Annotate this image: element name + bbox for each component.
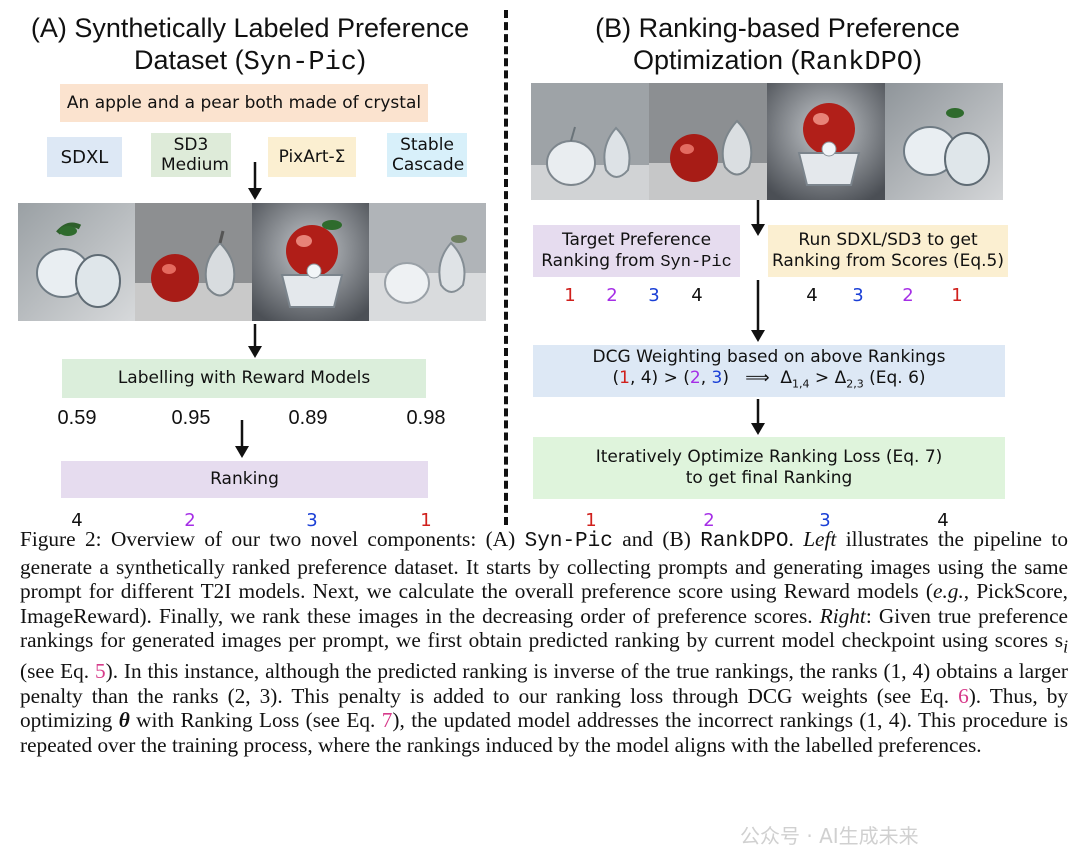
score-pixart: 0.89 <box>288 407 328 429</box>
image-sd3 <box>135 203 252 321</box>
image-right-2 <box>649 83 767 200</box>
run-model-box: Run SDXL/SD3 to get Ranking from Scores … <box>768 225 1008 277</box>
arrow-to-dcg <box>751 280 765 342</box>
target-rank-4: 4 <box>691 285 703 306</box>
arrow-to-iterate <box>751 399 765 435</box>
target-rank-3: 3 <box>648 285 660 306</box>
model-label-cascade: Stable Cascade <box>387 133 467 177</box>
panel-divider <box>504 10 508 525</box>
model-label-pixart: PixArt-Σ <box>268 137 356 177</box>
right-title-line2: Optimization (RankDPO) <box>633 45 922 78</box>
final-rank-2: 2 <box>703 510 715 531</box>
model-label-sd3: SD3 Medium <box>151 133 231 177</box>
image-right-3 <box>767 83 885 200</box>
score-sd3: 0.95 <box>171 407 211 429</box>
score-cascade: 0.98 <box>406 407 446 429</box>
run-rank-1: 4 <box>806 285 818 306</box>
image-sdxl <box>18 203 135 321</box>
watermark: 公众号 · AI生成未来 <box>740 824 919 848</box>
rank-cascade: 1 <box>420 510 432 531</box>
right-title-line1: (B) Ranking-based Preference <box>595 13 960 43</box>
left-image-strip <box>18 203 486 321</box>
image-cascade <box>369 203 486 321</box>
target-rank-1: 1 <box>564 285 576 306</box>
arrow-to-ranking <box>235 420 249 458</box>
final-rank-1: 1 <box>585 510 597 531</box>
final-rank-4: 4 <box>937 510 949 531</box>
final-rank-3: 3 <box>819 510 831 531</box>
run-rank-2: 3 <box>852 285 864 306</box>
rank-sdxl: 4 <box>71 510 83 531</box>
image-pixart <box>252 203 369 321</box>
iterative-optimize-box: Iteratively Optimize Ranking Loss (Eq. 7… <box>533 437 1005 499</box>
model-label-sdxl: SDXL <box>47 137 122 177</box>
target-rank-2: 2 <box>606 285 618 306</box>
run-rank-3: 2 <box>902 285 914 306</box>
right-panel-title: (B) Ranking-based Preference Optimizatio… <box>520 12 1035 79</box>
arrow-to-reward <box>248 324 262 358</box>
right-image-strip <box>531 83 1003 200</box>
figure-caption: Figure 2: Overview of our two novel comp… <box>20 527 1069 757</box>
left-title-line2: Dataset (Syn-Pic) <box>134 45 366 78</box>
run-rank-4: 1 <box>951 285 963 306</box>
rank-sd3: 2 <box>184 510 196 531</box>
image-right-4 <box>885 83 1003 200</box>
arrow-from-right-images <box>751 200 765 236</box>
image-right-1 <box>531 83 649 200</box>
prompt-box: An apple and a pear both made of crystal <box>60 84 428 122</box>
left-panel-title: (A) Synthetically Labeled Preference Dat… <box>0 12 500 79</box>
target-preference-box: Target Preference Ranking from Syn-Pic <box>533 225 740 277</box>
dcg-weighting-box: DCG Weighting based on above Rankings (1… <box>533 345 1005 397</box>
left-title-line1: (A) Synthetically Labeled Preference <box>30 13 470 43</box>
score-sdxl: 0.59 <box>57 407 97 429</box>
arrow-to-images <box>248 162 262 200</box>
rank-pixart: 3 <box>306 510 318 531</box>
ranking-box: Ranking <box>61 461 428 498</box>
reward-models-box: Labelling with Reward Models <box>62 359 426 398</box>
